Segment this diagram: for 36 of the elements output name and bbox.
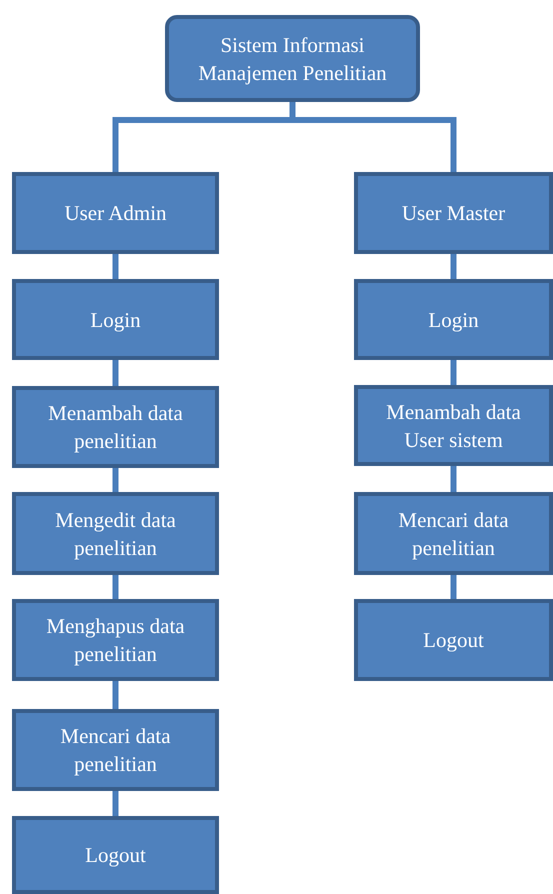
box-label: Mencari data penelitian — [59, 723, 172, 778]
box-label: Login — [428, 306, 479, 334]
box-label: Sistem Informasi Manajemen Penelitian — [197, 32, 388, 86]
process-box — [354, 172, 553, 254]
connector-line — [112, 360, 118, 386]
process-box — [354, 599, 553, 681]
process-box — [354, 492, 553, 575]
connector-line — [112, 575, 118, 599]
box-label: Login — [90, 306, 141, 334]
box-label: Menambah data User sistem — [385, 398, 522, 454]
process-box — [12, 172, 219, 254]
process-box — [12, 816, 219, 894]
box-label: Logout — [423, 627, 484, 654]
box-label: User Master — [402, 200, 506, 227]
connector-line — [112, 681, 118, 709]
connector-line — [450, 254, 456, 279]
root-box — [165, 15, 420, 102]
process-box — [354, 279, 553, 360]
box-label: Mengedit data penelitian — [54, 506, 177, 562]
box-label: User Admin — [64, 200, 167, 227]
box-label: Menghapus data penelitian — [45, 613, 186, 668]
connector-line — [112, 791, 118, 816]
connector-line — [450, 360, 456, 385]
box-label: Mencari data penelitian — [397, 506, 510, 562]
process-box — [12, 386, 219, 468]
connector-line — [112, 468, 118, 492]
box-label: Logout — [85, 842, 146, 869]
process-box — [12, 599, 219, 681]
process-box — [354, 385, 553, 466]
process-box — [12, 279, 219, 360]
connector-line — [112, 254, 118, 279]
process-box — [12, 709, 219, 791]
box-label: Menambah data penelitian — [47, 400, 184, 455]
connector-line — [450, 466, 456, 492]
process-box — [12, 492, 219, 575]
connector-line — [450, 575, 456, 599]
